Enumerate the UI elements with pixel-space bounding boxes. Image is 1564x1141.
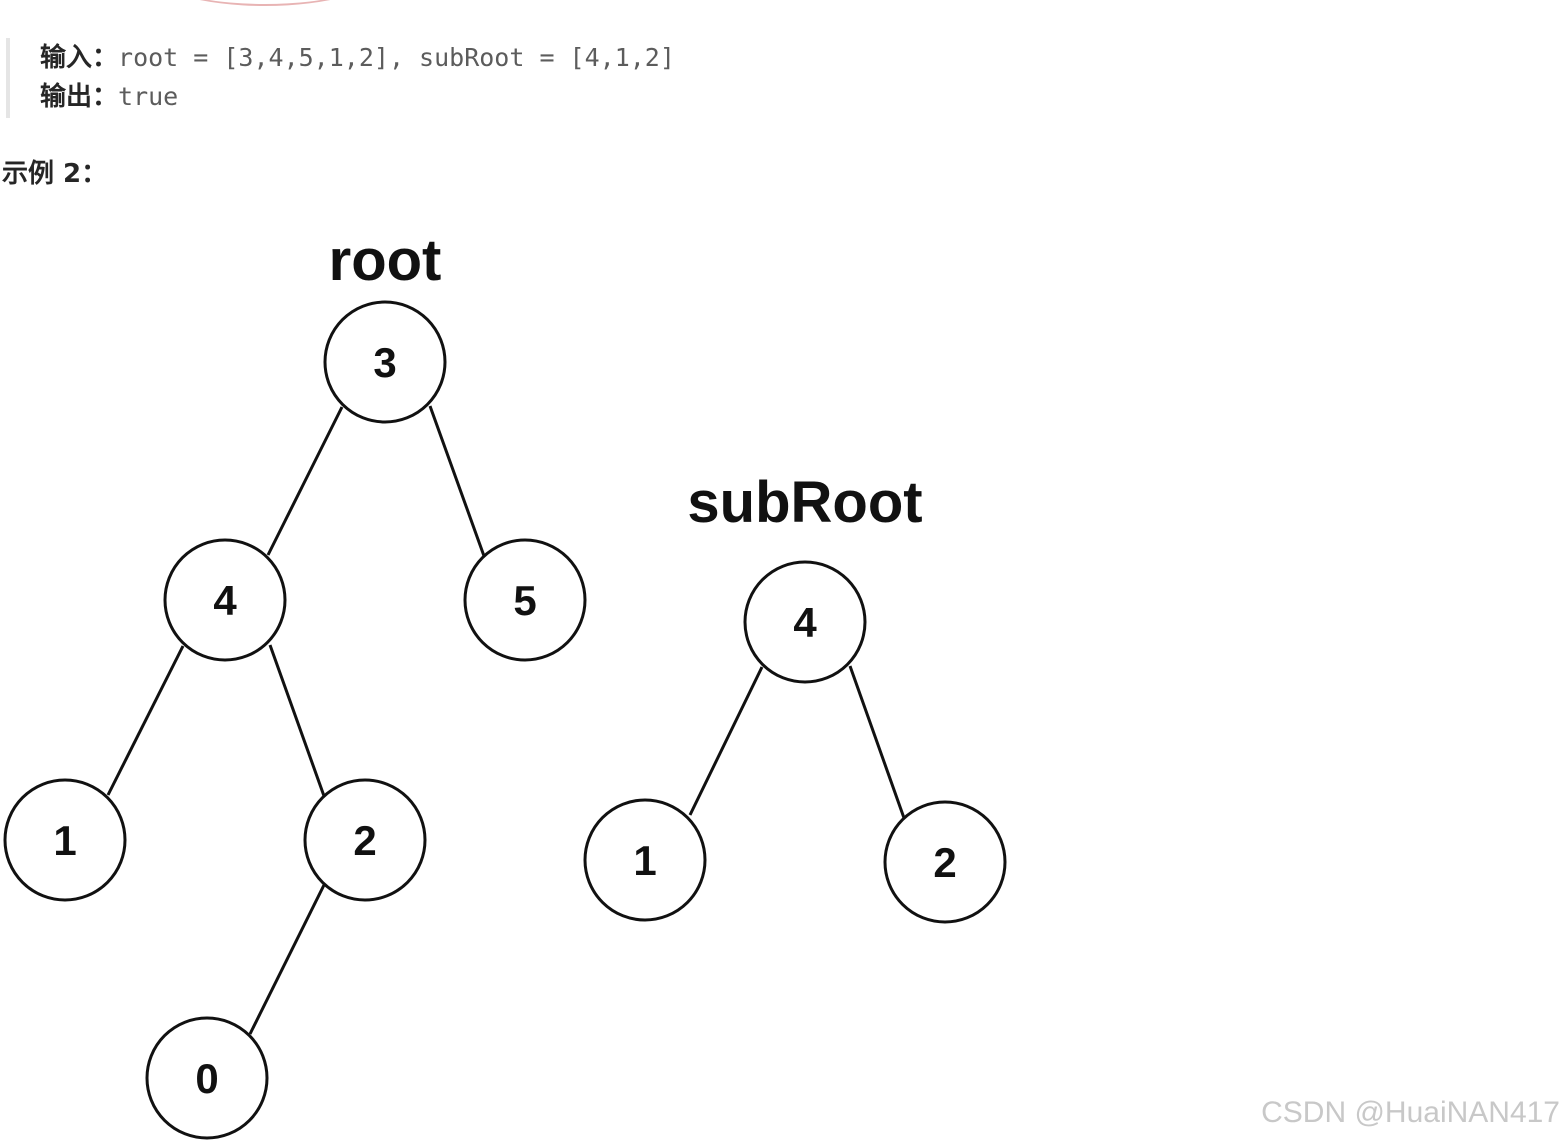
node-label: 5 xyxy=(513,577,536,624)
subroot-tree-edges xyxy=(688,665,906,819)
output-value: true xyxy=(118,82,179,111)
previous-figure-edge xyxy=(150,0,380,6)
tree-node: 1 xyxy=(3,778,127,902)
input-value: root = [3,4,5,1,2], subRoot = [4,1,2] xyxy=(118,43,675,72)
node-label: 1 xyxy=(633,837,656,884)
subroot-tree-title: subRoot xyxy=(687,470,922,535)
edge-sub-4-2 xyxy=(848,665,906,819)
node-label: 2 xyxy=(933,839,956,886)
node-label: 0 xyxy=(195,1055,218,1102)
edge-4-1 xyxy=(106,645,185,796)
tree-node: 4 xyxy=(163,538,287,662)
example-2-heading: 示例 2： xyxy=(2,159,108,189)
root-tree-nodes: 3 4 5 1 2 0 xyxy=(3,300,587,1140)
output-line: 输出：true xyxy=(40,79,178,115)
edge-3-4 xyxy=(266,406,344,556)
input-line: 输入：root = [3,4,5,1,2], subRoot = [4,1,2] xyxy=(40,40,675,76)
csdn-watermark: CSDN @HuaiNAN417 xyxy=(1261,1096,1560,1129)
edge-4-2 xyxy=(268,644,326,797)
edge-2-0 xyxy=(248,884,326,1035)
node-label: 4 xyxy=(213,577,237,624)
tree-node: 0 xyxy=(145,1016,269,1140)
tree-node: 1 xyxy=(583,798,707,922)
node-label: 4 xyxy=(793,599,817,646)
edge-sub-4-1 xyxy=(688,666,764,816)
example-1-io-block: 输入：root = [3,4,5,1,2], subRoot = [4,1,2]… xyxy=(6,38,906,118)
tree-node: 4 xyxy=(743,560,867,684)
tree-node: 5 xyxy=(463,538,587,662)
node-label: 1 xyxy=(53,817,76,864)
root-tree-title: root xyxy=(329,228,442,293)
tree-node: 3 xyxy=(323,300,447,424)
edge-3-5 xyxy=(428,405,486,557)
output-label: 输出： xyxy=(40,82,119,112)
subroot-tree-nodes: 4 1 2 xyxy=(583,560,1007,924)
tree-node: 2 xyxy=(883,800,1007,924)
root-tree-edges xyxy=(106,405,486,1035)
input-label: 输入： xyxy=(40,43,119,73)
node-label: 2 xyxy=(353,817,376,864)
node-label: 3 xyxy=(373,339,396,386)
tree-node: 2 xyxy=(303,778,427,902)
